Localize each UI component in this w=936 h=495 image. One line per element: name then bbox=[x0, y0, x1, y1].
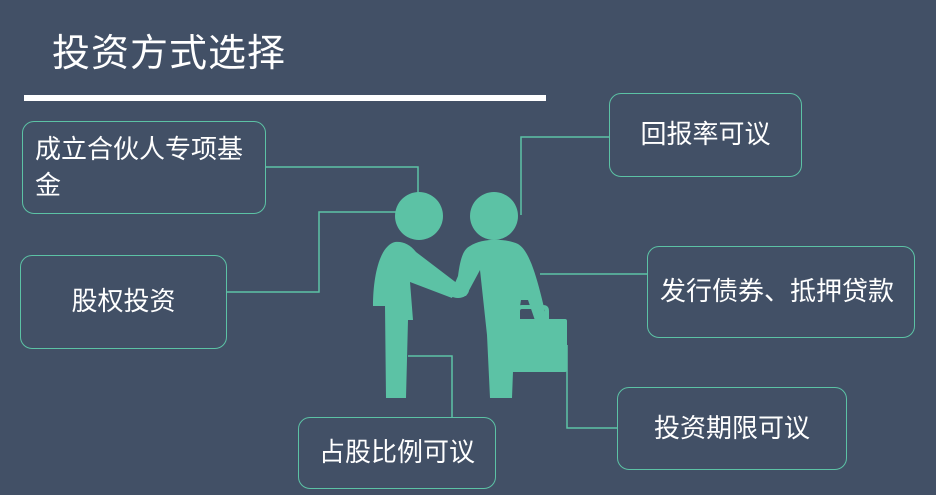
connector-equity bbox=[227, 211, 400, 293]
share-label: 占股比例可议 bbox=[318, 438, 475, 468]
connector-lines bbox=[227, 136, 647, 429]
connector-return-rate bbox=[520, 136, 609, 215]
return-rate-box: 回报率可议 bbox=[609, 93, 802, 177]
share-box: 占股比例可议 bbox=[298, 417, 496, 489]
term-label: 投资期限可议 bbox=[653, 413, 810, 444]
briefcase-icon bbox=[498, 305, 567, 372]
bonds-label: 发行债券、抵押贷款 bbox=[660, 277, 895, 307]
connector-term bbox=[566, 345, 617, 429]
fund-label: 成立合伙人专项基金 bbox=[35, 134, 244, 201]
fund-box: 成立合伙人专项基金 bbox=[22, 121, 266, 214]
equity-box: 股权投资 bbox=[20, 255, 227, 349]
bonds-box: 发行债券、抵押贷款 bbox=[647, 246, 915, 338]
return-rate-label: 回报率可议 bbox=[640, 120, 771, 150]
equity-label: 股权投资 bbox=[71, 287, 176, 317]
connector-share bbox=[408, 355, 453, 417]
page-title: 投资方式选择 bbox=[52, 31, 287, 75]
connector-fund bbox=[266, 166, 419, 197]
handshake-people-icon bbox=[373, 192, 550, 398]
term-box: 投资期限可议 bbox=[617, 387, 847, 470]
title-underline bbox=[24, 95, 546, 101]
